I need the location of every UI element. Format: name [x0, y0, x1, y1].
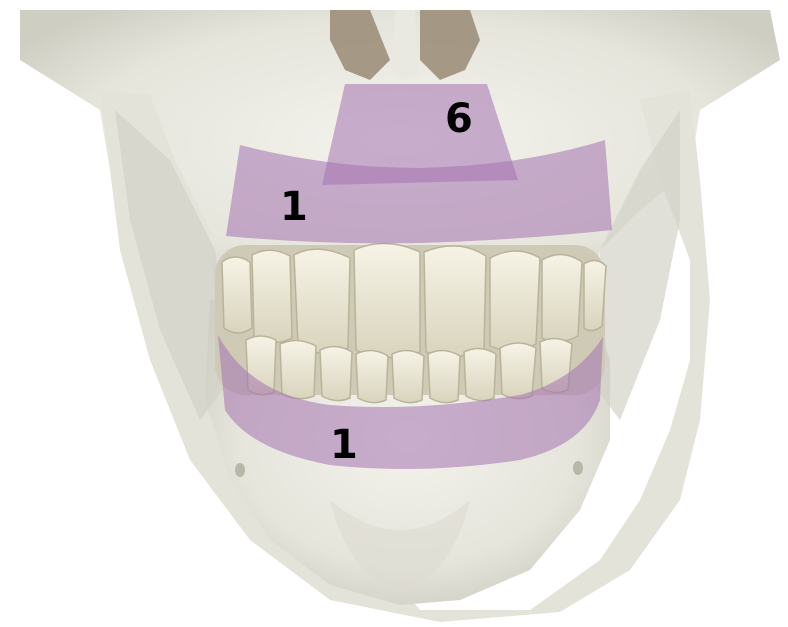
tooth-upper-5	[424, 246, 486, 357]
tooth-upper-4	[354, 243, 420, 357]
tooth-lower-7	[464, 348, 496, 400]
left-mental-foramen	[235, 463, 245, 477]
tooth-lower-3	[320, 346, 352, 400]
upper-jaw-zone-label: 1	[280, 184, 308, 230]
tooth-lower-2	[280, 340, 316, 398]
tooth-upper-7	[542, 254, 582, 341]
teeth	[215, 243, 606, 402]
tooth-upper-3	[294, 249, 350, 353]
tooth-lower-6	[428, 350, 460, 402]
tooth-lower-8	[500, 343, 536, 399]
nasal-septum	[392, 10, 418, 80]
tooth-upper-6	[490, 251, 540, 351]
right-mental-foramen	[573, 461, 583, 475]
lower-jaw-zone-label: 1	[330, 422, 358, 468]
tooth-upper-2	[252, 250, 292, 342]
tooth-lower-5	[392, 350, 424, 402]
tooth-upper-8	[584, 260, 606, 330]
tooth-lower-4	[356, 350, 388, 402]
upper-lip-zone-label: 6	[445, 96, 473, 142]
tooth-upper-1	[222, 257, 252, 333]
